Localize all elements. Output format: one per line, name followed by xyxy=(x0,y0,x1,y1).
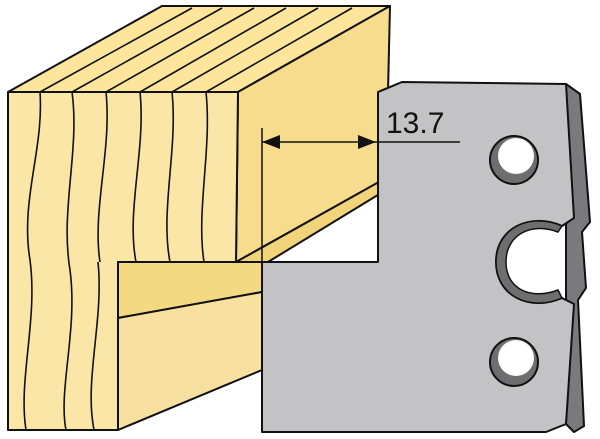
wood-block xyxy=(7,5,391,431)
cutter-hole-upper-inner xyxy=(498,138,534,174)
dimension-value-label: 13.7 xyxy=(386,107,444,140)
wood-top-grain xyxy=(39,7,353,93)
wood-front-grain xyxy=(23,91,209,431)
arrowhead-left xyxy=(262,135,280,149)
cutter-hole-lower-inner xyxy=(498,340,534,376)
arrowhead-right xyxy=(358,135,376,149)
cutter-plate xyxy=(261,81,591,433)
dimension-annotation: 13.7 xyxy=(261,107,460,262)
cutter-notch-bevel xyxy=(495,220,564,304)
